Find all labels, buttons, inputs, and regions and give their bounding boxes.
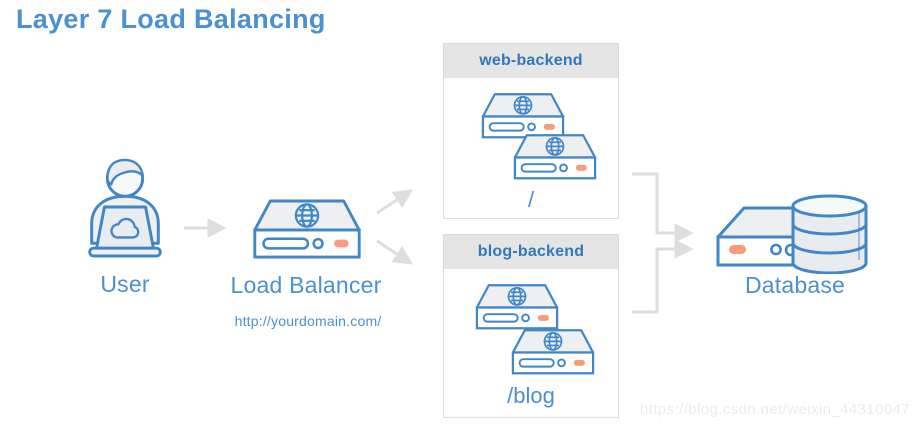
load-balancer-label: Load Balancer — [230, 272, 382, 298]
connector-web-backend-to-database — [632, 172, 694, 243]
server-icon — [481, 93, 565, 139]
watermark: https://blog.csdn.net/weixin_44310047 — [640, 401, 910, 418]
user-label: User — [100, 271, 150, 297]
server-icon — [511, 329, 595, 375]
user-hair — [106, 158, 144, 186]
status-led-orange — [573, 359, 585, 366]
status-led-orange — [334, 239, 349, 248]
arrow-lb-to-web-backend — [376, 189, 414, 215]
blog-backend-title: blog-backend — [444, 235, 618, 269]
user-icon — [88, 158, 162, 258]
blog-backend-card: blog-backend /blog — [443, 234, 619, 418]
status-led-orange — [537, 314, 549, 321]
web-backend-route: / — [527, 187, 535, 212]
database-icon — [716, 194, 868, 274]
web-backend-card: web-backend / — [443, 43, 619, 219]
laptop-screen — [95, 205, 155, 250]
status-led-orange — [575, 164, 587, 171]
blog-backend-route: /blog — [507, 383, 555, 408]
server-icon — [513, 134, 597, 180]
web-backend-title: web-backend — [444, 44, 618, 78]
laptop-base — [88, 246, 162, 258]
db-cylinder — [791, 194, 868, 274]
server-icon — [475, 284, 559, 330]
globe-icon — [507, 286, 527, 306]
globe-icon — [545, 136, 565, 156]
database-label: Database — [744, 272, 846, 298]
load-balancer-url: http://yourdomain.com/ — [234, 313, 382, 329]
globe-icon — [543, 331, 563, 351]
arrow-lb-to-blog-backend — [376, 239, 414, 265]
connector-blog-backend-to-database — [632, 239, 694, 314]
load-balancer-icon — [253, 199, 361, 259]
page-title: Layer 7 Load Balancing — [16, 4, 326, 34]
status-led-orange — [543, 123, 555, 130]
globe-icon — [513, 95, 533, 115]
status-led-orange — [729, 245, 746, 254]
globe-icon — [294, 203, 320, 228]
cloud-icon — [110, 217, 140, 239]
